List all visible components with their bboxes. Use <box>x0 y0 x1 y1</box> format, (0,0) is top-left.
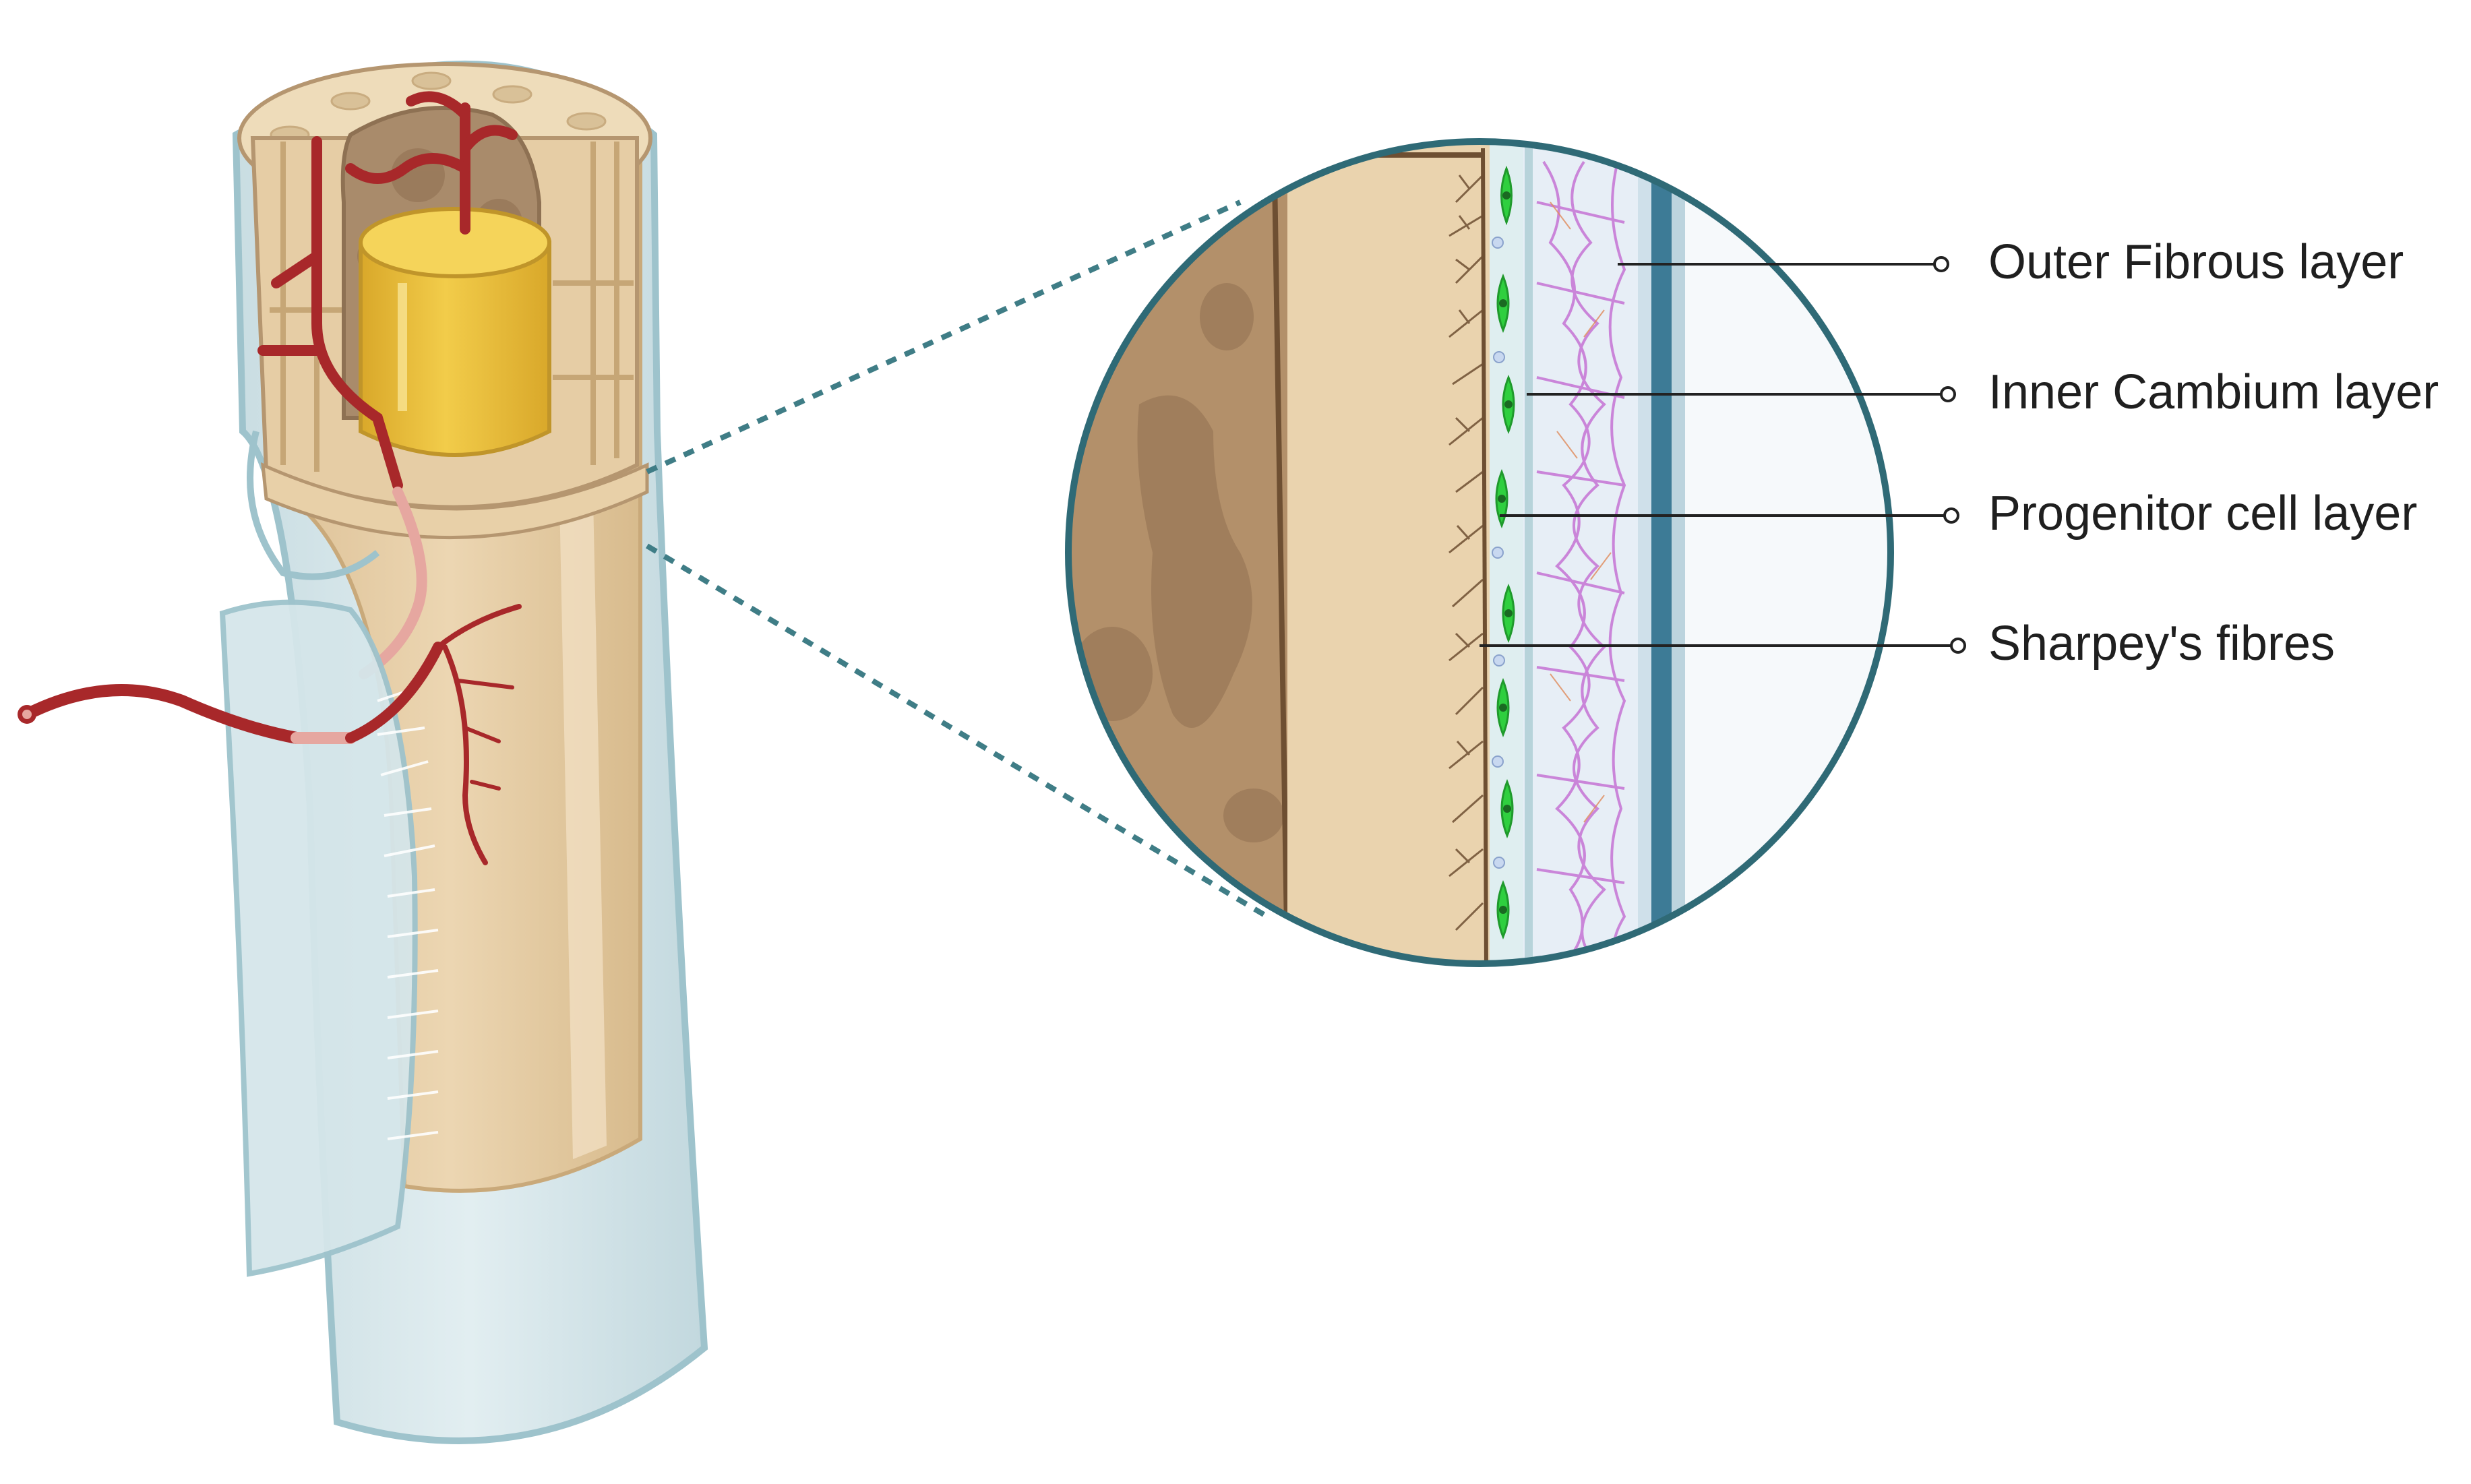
periosteum-flap <box>219 599 418 1277</box>
zoom-guide-lines <box>645 199 1269 919</box>
progenitor-cell-layer-label: Progenitor cell layer <box>1988 487 2418 540</box>
outer-fibrous-layer-label: Outer Fibrous layer <box>1988 235 2404 289</box>
yellow-marrow-cylinder <box>359 207 551 457</box>
leader-lines <box>1479 263 1951 647</box>
leader-endpoints <box>1933 256 1966 654</box>
bone-cross-section-icon <box>18 61 708 1444</box>
magnified-view-icon <box>1065 138 1894 967</box>
sharpeys-fibres-label: Sharpey's fibres <box>1988 617 2335 671</box>
inner-cambium-layer-label: Inner Cambium layer <box>1988 365 2439 419</box>
blood-vessel-icon <box>257 91 518 491</box>
